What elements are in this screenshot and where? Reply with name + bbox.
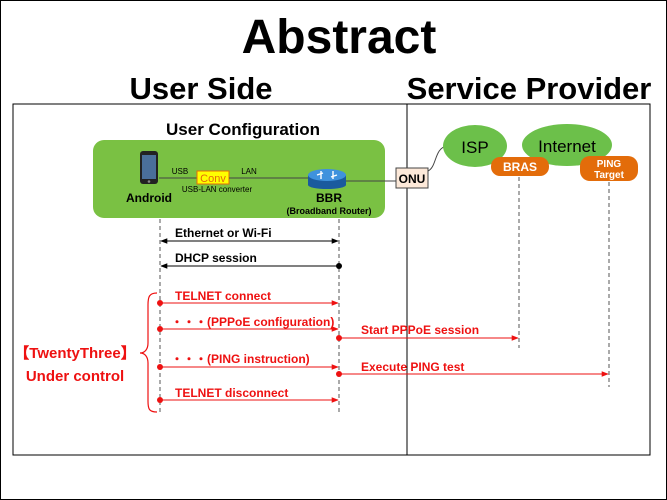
bras-label: BRAS: [503, 160, 537, 174]
provider-side-frame: [406, 103, 651, 456]
lan-label: LAN: [241, 167, 257, 176]
bras-box: [491, 157, 549, 176]
bbr-sub-label: (Broadband Router): [287, 206, 372, 216]
ethernet-label: Ethernet or Wi-Fi: [175, 226, 272, 240]
dhcp-label: DHCP session: [175, 251, 257, 265]
execute-ping-label: Execute PING test: [361, 360, 464, 374]
usb-label: USB: [172, 167, 188, 176]
bbr-label: BBR: [316, 191, 342, 205]
telnet-connect-dot: [157, 300, 163, 306]
user-config-box: [93, 140, 385, 218]
onu-label: ONU: [399, 172, 426, 186]
start-pppoe-dot: [336, 335, 342, 341]
android-phone-icon: [140, 151, 158, 184]
user-side-heading: User Side: [129, 71, 272, 106]
ping-instruction-label: ・・・(PING instruction): [171, 352, 310, 366]
android-label: Android: [126, 191, 172, 205]
execute-ping-dot: [336, 371, 342, 377]
page-title: Abstract: [242, 11, 437, 64]
ping-target-box: [580, 156, 638, 181]
control-label-name: 【TwentyThree】: [14, 344, 135, 362]
isp-ellipse: [443, 125, 507, 167]
service-provider-heading: Service Provider: [407, 71, 652, 106]
control-brace: [139, 292, 158, 413]
telnet-disconnect-dot: [157, 397, 163, 403]
telnet-disconnect-label: TELNET disconnect: [175, 386, 288, 400]
ping-target-label-2: Target: [594, 170, 624, 181]
internet-ellipse: [522, 124, 612, 166]
pppoe-config-label: ・・・(PPPoE configuration): [171, 315, 334, 329]
dhcp-origin-dot: [336, 263, 342, 269]
start-pppoe-label: Start PPPoE session: [361, 323, 479, 337]
router-icon: [308, 169, 346, 189]
telnet-connect-label: TELNET connect: [175, 289, 271, 303]
onu-box: [395, 167, 429, 189]
ping-target-label-1: PING: [597, 159, 622, 170]
internet-label: Internet: [538, 137, 596, 156]
control-label-status: Under control: [26, 368, 124, 385]
conv-label: Conv: [200, 173, 226, 185]
ping-instruction-dot: [157, 364, 163, 370]
user-config-title: User Configuration: [166, 120, 320, 139]
isp-label: ISP: [461, 138, 488, 157]
pppoe-config-dot: [157, 326, 163, 332]
converter-label: USB-LAN converter: [182, 185, 253, 194]
